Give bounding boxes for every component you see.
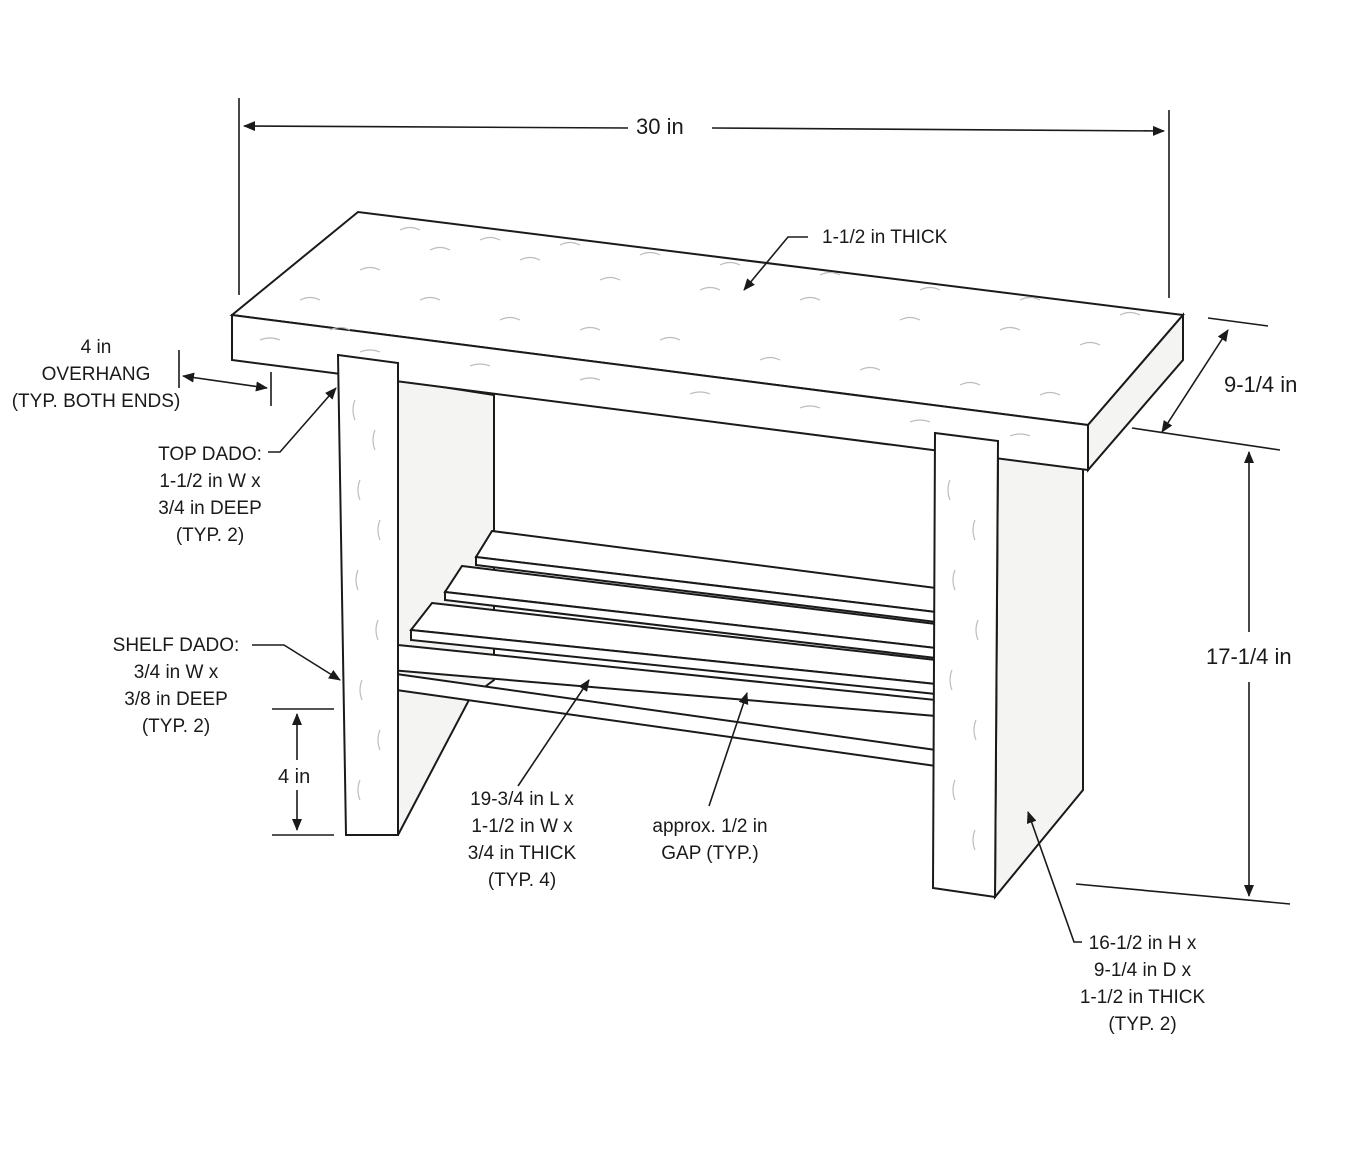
dim-overhang xyxy=(178,350,272,406)
top-dado-line-4: (TYP. 2) xyxy=(175,525,245,546)
overhang-line-2: OVERHANG xyxy=(41,364,151,385)
dim-length xyxy=(238,98,1170,298)
leader-gap xyxy=(708,692,749,807)
shelf-dado-label: SHELF DADO: 3/4 in W x 3/8 in DEEP (TYP.… xyxy=(96,632,256,740)
top-dado-label: TOP DADO: 1-1/2 in W x 3/4 in DEEP (TYP.… xyxy=(130,441,290,549)
legs-line-4: (TYP. 2) xyxy=(1108,1014,1177,1035)
top-dado-line-3: 3/4 in DEEP xyxy=(158,498,262,519)
legs-label: 16-1/2 in H x 9-1/4 in D x 1-1/2 in THIC… xyxy=(1060,930,1225,1038)
shelf-dado-line-1: SHELF DADO: xyxy=(112,635,240,656)
top-thickness-label: 1-1/2 in THICK xyxy=(822,227,948,248)
leader-top-dado xyxy=(268,387,337,453)
right-leg-front xyxy=(931,431,1000,899)
depth-label: 9-1/4 in xyxy=(1218,372,1304,398)
dim-depth xyxy=(1131,317,1281,451)
overhang-line-1: 4 in xyxy=(80,337,112,358)
top-dado-line-1: TOP DADO: xyxy=(158,444,262,465)
leader-slats xyxy=(517,679,590,787)
shelf-height-label: 4 in xyxy=(272,764,317,790)
legs-line-1: 16-1/2 in H x xyxy=(1088,933,1197,954)
slats-line-2: 1-1/2 in W x xyxy=(471,816,573,837)
gap-line-2: GAP (TYP.) xyxy=(661,843,759,864)
dim-height xyxy=(1075,451,1291,905)
shelf-dado-line-4: (TYP. 2) xyxy=(141,716,211,737)
shelf-dado-line-3: 3/8 in DEEP xyxy=(124,689,228,710)
legs-line-2: 9-1/4 in D x xyxy=(1093,960,1192,981)
top-dado-line-2: 1-1/2 in W x xyxy=(159,471,261,492)
overhang-line-3: (TYP. BOTH ENDS) xyxy=(11,391,181,412)
length-label: 30 in xyxy=(630,114,690,140)
leader-top-thickness xyxy=(743,236,808,291)
slats-line-3: 3/4 in THICK xyxy=(467,843,577,864)
left-leg-front xyxy=(336,353,399,836)
legs-line-3: 1-1/2 in THICK xyxy=(1079,987,1206,1008)
gap-label: approx. 1/2 in GAP (TYP.) xyxy=(630,813,790,867)
slats-label: 19-3/4 in L x 1-1/2 in W x 3/4 in THICK … xyxy=(442,786,602,894)
shelf-dado-line-2: 3/4 in W x xyxy=(133,662,219,683)
slats-line-1: 19-3/4 in L x xyxy=(470,789,574,810)
leader-shelf-dado xyxy=(252,644,341,681)
wood-grain xyxy=(259,226,1141,437)
slats-line-4: (TYP. 4) xyxy=(487,870,557,891)
overhang-label: 4 in OVERHANG (TYP. BOTH ENDS) xyxy=(6,334,186,415)
right-leg-side xyxy=(993,453,1084,900)
leg-grain xyxy=(352,399,979,851)
leader-legs xyxy=(1026,811,1082,943)
gap-line-1: approx. 1/2 in xyxy=(652,816,768,837)
dim-shelf-height xyxy=(272,708,334,836)
height-label: 17-1/4 in xyxy=(1200,644,1298,670)
